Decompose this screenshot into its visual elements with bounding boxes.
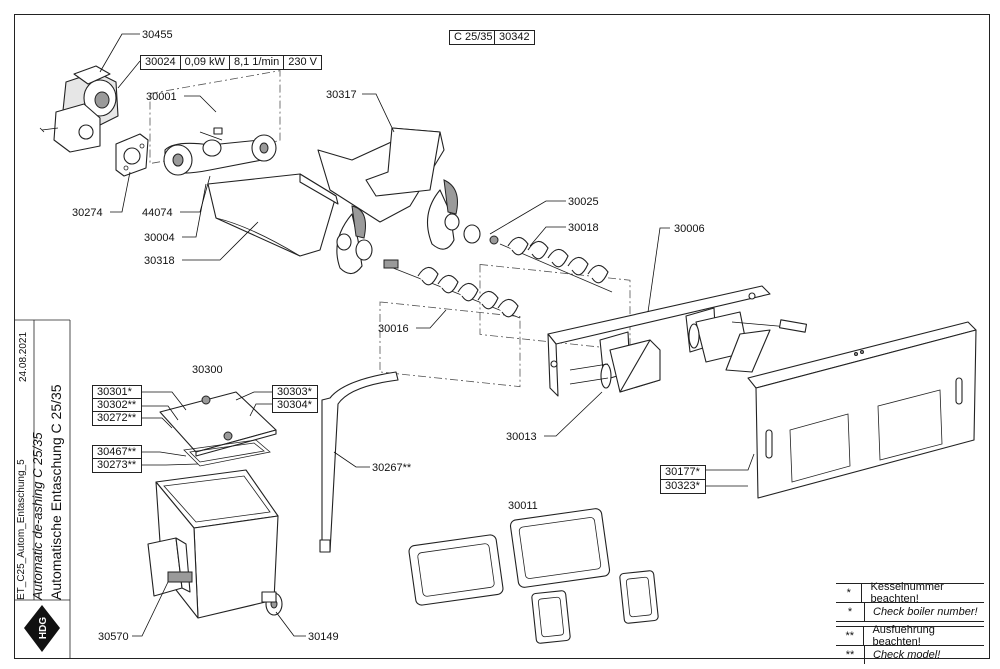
- spiral-end-disc-2: [426, 179, 499, 250]
- label-30318: 30318: [144, 255, 175, 267]
- legend-text: Check boiler number!: [873, 606, 978, 618]
- label-30300: 30300: [192, 364, 223, 376]
- auger-30018: [499, 236, 613, 293]
- spiral-end-disc-1: [336, 205, 373, 275]
- legend-row: * Kesselnummer beachten!: [836, 581, 984, 605]
- gear-motor: [39, 65, 119, 153]
- hdg-logo: HDG: [24, 605, 60, 652]
- label-30001: 30001: [146, 91, 177, 103]
- front-cover-30177: [747, 321, 977, 499]
- label-30274: 30274: [72, 207, 103, 219]
- header-model-box: C 25/35: [449, 30, 498, 45]
- legend-symbol: **: [836, 627, 865, 645]
- label-30025: 30025: [568, 196, 599, 208]
- motor-spec-row: 30024 0,09 kW 8,1 1/min 230 V: [140, 55, 322, 70]
- motor-spec-voltage: 230 V: [283, 55, 322, 70]
- label-30455: 30455: [142, 29, 173, 41]
- label-30273: 30273**: [92, 458, 142, 473]
- legend-row: * Check boiler number!: [836, 603, 984, 622]
- base-plate-30006: [547, 285, 808, 397]
- chain-drive: [163, 127, 277, 176]
- title-english: Automatic de-ashing C 25/35: [30, 432, 45, 600]
- label-30016: 30016: [378, 323, 409, 335]
- legend-text: Check model!: [873, 649, 941, 661]
- label-30302: 30302**: [92, 398, 142, 413]
- logo-text: HDG: [38, 617, 49, 639]
- drawing-date: 24.08.2021: [18, 331, 29, 382]
- label-30177: 30177*: [660, 465, 706, 480]
- label-30267: 30267**: [372, 462, 412, 474]
- legend-symbol: **: [836, 646, 865, 664]
- legend-box: * Kesselnummer beachten! * Check boiler …: [836, 581, 984, 664]
- label-30304: 30304*: [272, 398, 318, 413]
- drawing-frame: [14, 14, 990, 659]
- legend-text: Kesselnummer beachten!: [870, 581, 944, 605]
- label-30301: 30301*: [92, 385, 142, 400]
- label-30149: 30149: [308, 631, 339, 643]
- legend-text: Ausfuehrung beachten!: [872, 624, 935, 648]
- label-30011: 30011: [508, 500, 538, 512]
- label-30570: 30570: [98, 631, 129, 643]
- ash-trough-30317: [317, 127, 445, 223]
- label-30018: 30018: [568, 222, 599, 234]
- handle-30267: [319, 371, 399, 553]
- label-30317: 30317: [326, 89, 357, 101]
- container-seal: [183, 439, 271, 467]
- legend-symbol: *: [836, 584, 863, 602]
- ash-trough-30318: [207, 173, 339, 257]
- label-30006: 30006: [674, 223, 705, 235]
- auger-30016: [383, 259, 521, 319]
- title-german: Automatische Entaschung C 25/35: [48, 384, 64, 600]
- motor-spec-part: 30024: [140, 55, 181, 70]
- legend-row: ** Ausfuehrung beachten!: [836, 624, 984, 648]
- label-44074: 44074: [142, 207, 173, 219]
- file-name: ET_C25_Autom_Entaschung_5: [16, 459, 27, 600]
- ash-container-body: [147, 469, 283, 619]
- header-number-box: 30342: [494, 30, 535, 45]
- motor-bracket: [115, 133, 149, 177]
- legend-symbol: *: [836, 603, 865, 621]
- label-30467: 30467**: [92, 445, 142, 460]
- legend-row: ** Check model!: [836, 646, 984, 664]
- door-frames-30011: [408, 508, 659, 644]
- label-30323: 30323*: [660, 479, 706, 494]
- label-30272: 30272**: [92, 411, 142, 426]
- label-30004: 30004: [144, 232, 175, 244]
- motor-spec-speed: 8,1 1/min: [228, 55, 285, 70]
- label-30013: 30013: [506, 431, 537, 443]
